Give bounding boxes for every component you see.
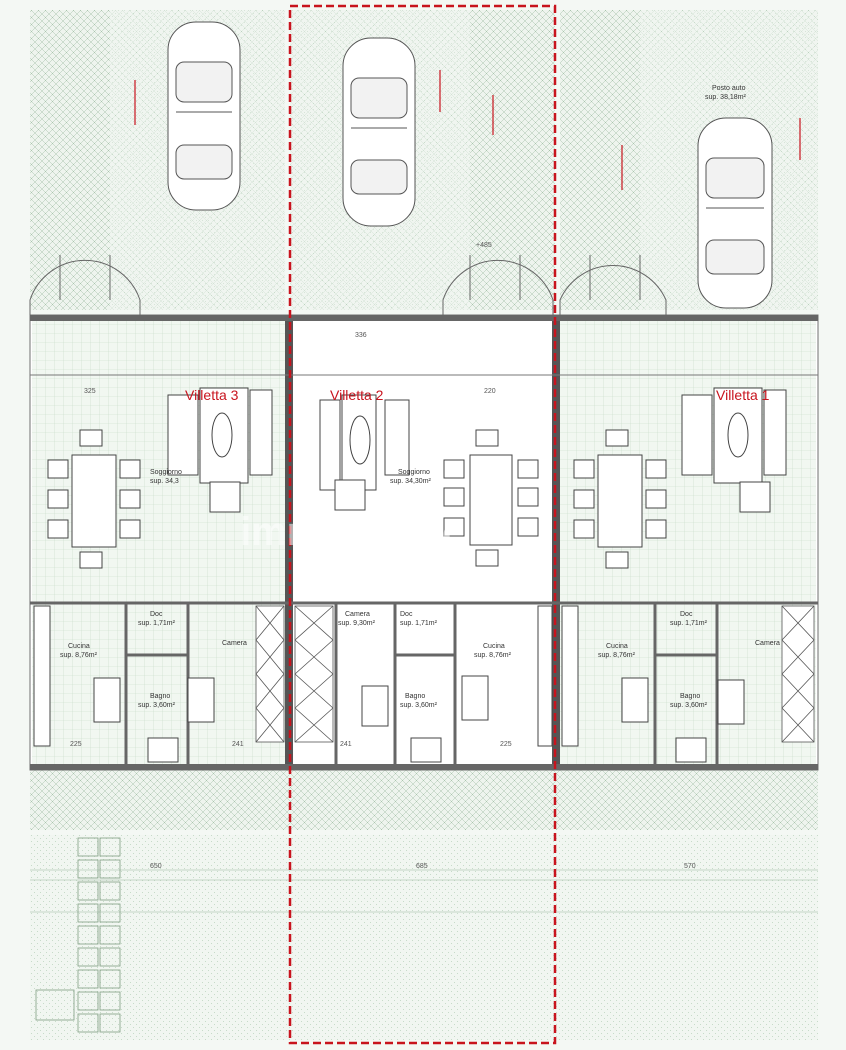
posto-auto-label: Posto auto: [712, 85, 746, 92]
room-bagno-2: Bagno: [405, 693, 425, 700]
living-furniture-villa-1: [573, 387, 787, 569]
room-cucina-2: Cucina: [483, 643, 505, 650]
car-villa-3: [167, 21, 241, 211]
villa-label-3: Villetta 3: [185, 387, 239, 403]
dim-650: 650: [150, 863, 162, 870]
service-walls: [124, 603, 719, 766]
villa-2-highlight: [288, 4, 557, 1045]
room-bagno-2-sup: sup. 3,60m²: [400, 702, 438, 709]
room-cucina-3: Cucina: [68, 643, 90, 650]
dim-225-v2: 225: [500, 741, 512, 748]
room-doc-2: Doc: [400, 611, 413, 618]
villa-label-1: Villetta 1: [716, 387, 770, 403]
dim-570: 570: [684, 863, 696, 870]
room-doc-2-sup: sup. 1,71m²: [400, 620, 438, 627]
stepping-stones: [35, 837, 121, 1033]
room-cucina-3-sup: sup. 8,76m²: [60, 652, 98, 659]
room-camera-1: Camera: [755, 640, 780, 647]
posto-auto-sup: sup. 38,18m²: [705, 94, 747, 101]
slope-arrows: [134, 70, 801, 190]
room-doc-3-sup: sup. 1,71m²: [138, 620, 176, 627]
room-camera-2: Camera: [345, 611, 370, 618]
room-camera-2-sup: sup. 9,30m²: [338, 620, 376, 627]
room-soggiorno-3-sup: sup. 34,3: [150, 478, 179, 485]
room-bagno-3-sup: sup. 3,60m²: [138, 702, 176, 709]
room-cucina-1-sup: sup. 8,76m²: [598, 652, 636, 659]
room-soggiorno-2-sup: sup. 34,30m²: [390, 478, 432, 485]
villa-label-2: Villetta 2: [330, 387, 384, 403]
room-doc-3: Doc: [150, 611, 163, 618]
dim-241-v3: 241: [232, 741, 244, 748]
room-bagno-1-sup: sup. 3,60m²: [670, 702, 708, 709]
entrance-porches: [29, 255, 667, 315]
dim-220: 220: [484, 388, 496, 395]
dim-336: 336: [355, 332, 367, 339]
car-villa-2: [342, 37, 416, 227]
wardrobes: [255, 605, 815, 743]
room-doc-1: Doc: [680, 611, 693, 618]
room-soggiorno-2: Soggiorno: [398, 469, 430, 476]
rear-garden: [30, 770, 818, 830]
car-villa-1: [697, 117, 773, 309]
room-cucina-1: Cucina: [606, 643, 628, 650]
kitchen-bath-fixtures: [33, 605, 745, 763]
room-bagno-1: Bagno: [680, 693, 700, 700]
room-cucina-2-sup: sup. 8,76m²: [474, 652, 512, 659]
room-camera-3: Camera: [222, 640, 247, 647]
dim-225-v3: 225: [70, 741, 82, 748]
dim-325: 325: [84, 388, 96, 395]
living-furniture-villa-2: [319, 394, 539, 567]
dim-685: 685: [416, 863, 428, 870]
room-doc-1-sup: sup. 1,71m²: [670, 620, 708, 627]
room-bagno-3: Bagno: [150, 693, 170, 700]
dim-485: +485: [476, 242, 492, 249]
watermark: immobiliare: [240, 510, 465, 554]
dim-241-v2: 241: [340, 741, 352, 748]
room-soggiorno-3: Soggiorno: [150, 469, 182, 476]
living-furniture-villa-3: [47, 387, 273, 569]
